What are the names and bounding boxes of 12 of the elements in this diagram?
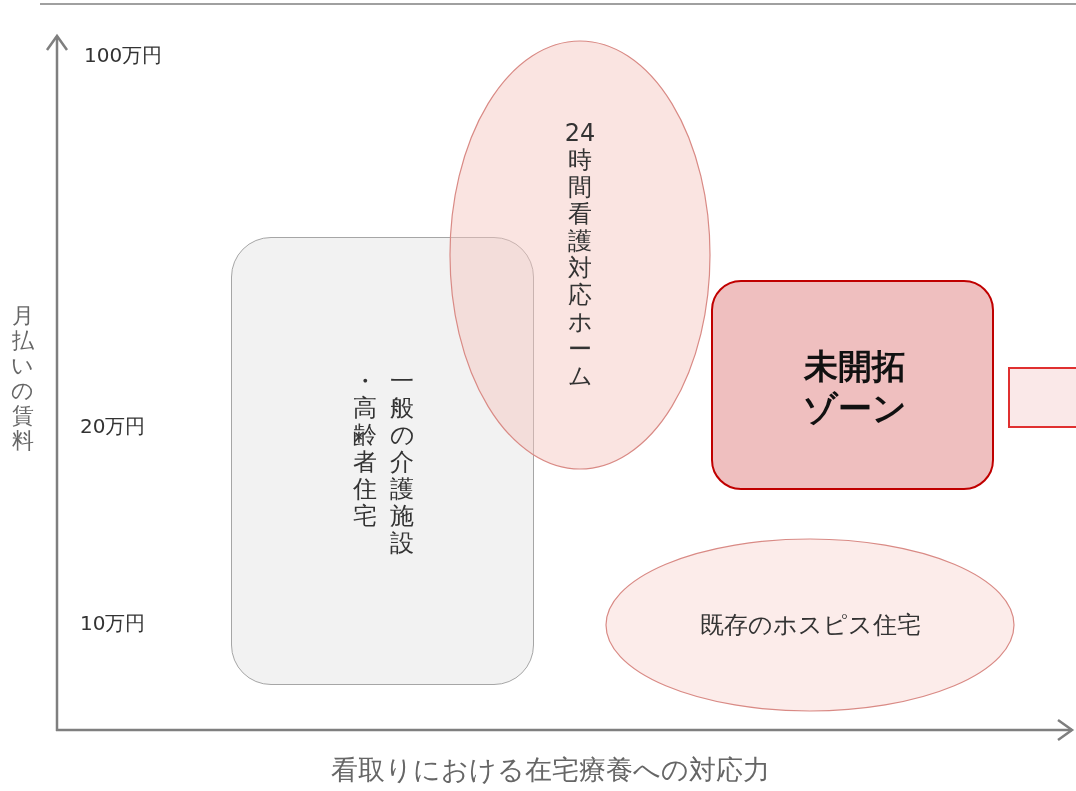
tick-label: 20万円: [80, 414, 146, 438]
rounded-box: [711, 280, 994, 490]
tick-label: 10万円: [80, 611, 146, 635]
tick-label: 100万円: [84, 43, 163, 67]
rounded-box: [231, 237, 534, 685]
axis-title: 月払いの賃料: [10, 303, 35, 453]
axis-title: 看取りにおける在宅療養への対応力: [330, 754, 770, 787]
node-label: 24時間看護対応ホーム: [564, 120, 596, 390]
node-label: 一般の介護施設・高齢者住宅: [352, 367, 416, 557]
node-label: 既存のホスピス住宅: [698, 610, 922, 640]
node-label: 未開拓ゾーン: [801, 344, 908, 430]
box: [1008, 367, 1076, 428]
